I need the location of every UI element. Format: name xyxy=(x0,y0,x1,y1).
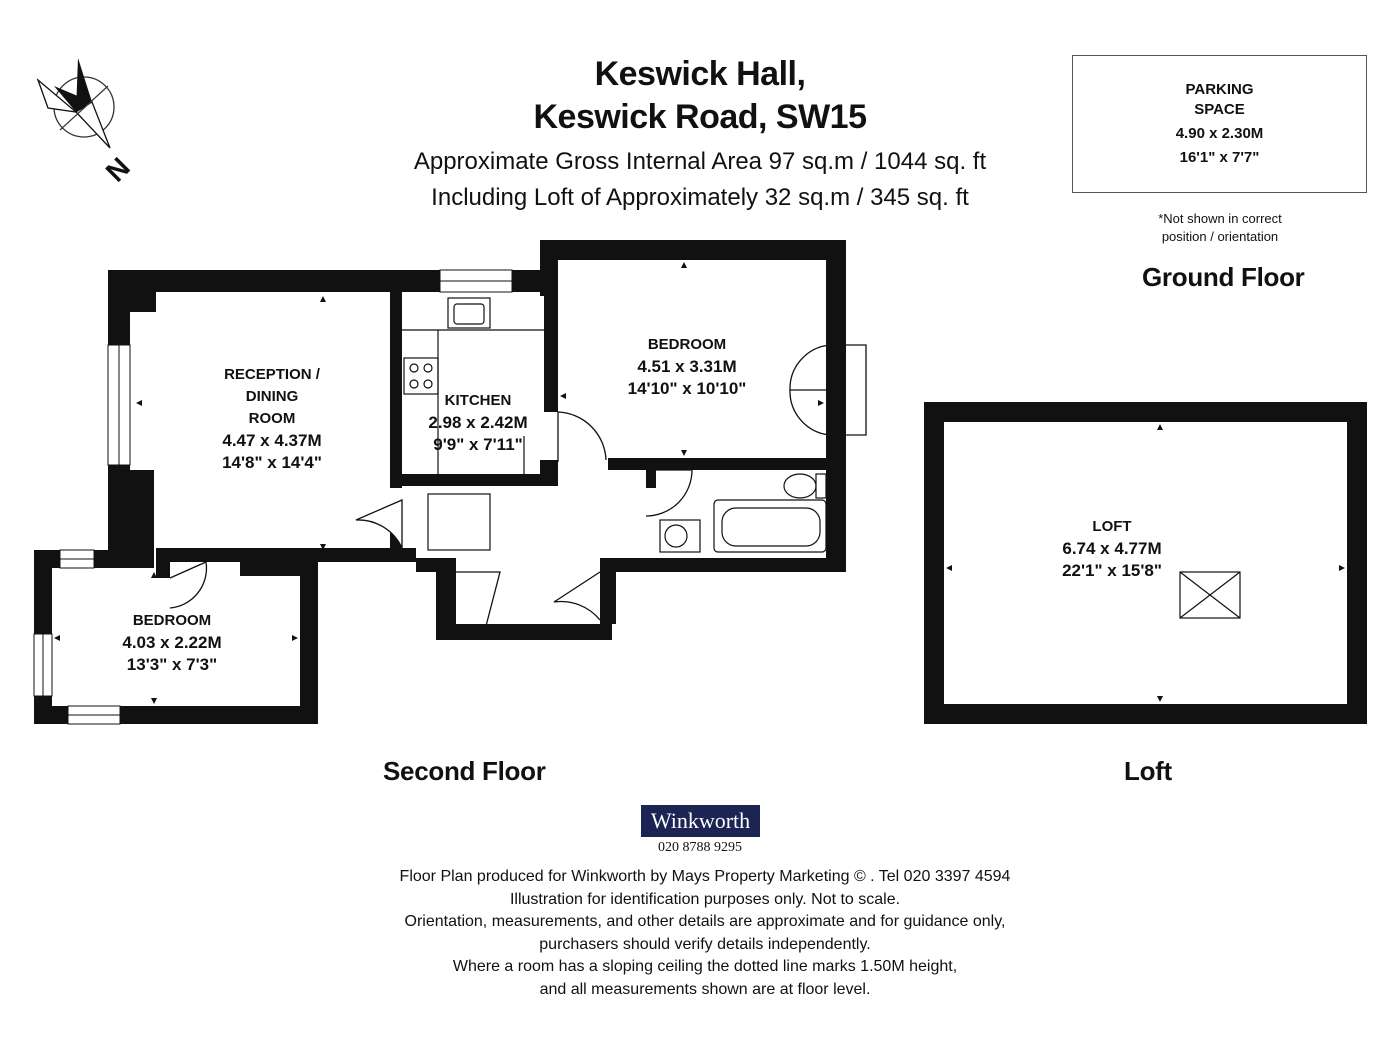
property-title-line2: Keswick Road, SW15 xyxy=(533,98,867,136)
ground-floor-label: Ground Floor xyxy=(1142,262,1305,292)
room-bedroom-2: BEDROOM 4.03 x 2.22M 13'3" x 7'3" xyxy=(92,610,252,676)
loft-floor-label: Loft xyxy=(1124,756,1172,786)
disclaimer-line: and all measurements shown are at floor … xyxy=(539,980,871,998)
room-metric: 2.98 x 2.42M xyxy=(428,413,528,432)
room-metric: 6.74 x 4.77M xyxy=(1062,539,1162,558)
loft-area-text: Including Loft of Approximately 32 sq.m … xyxy=(431,184,969,211)
room-imperial: 14'8" x 14'4" xyxy=(222,453,322,472)
room-metric: 4.51 x 3.31M xyxy=(637,357,737,376)
parking-label-line1: PARKING xyxy=(1185,81,1254,98)
skylight-icon xyxy=(1179,571,1241,619)
parking-imperial: 16'1" x 7'7" xyxy=(1179,149,1260,166)
doors xyxy=(169,344,867,627)
parking-note: *Not shown in correct position / orienta… xyxy=(1130,210,1310,246)
hatch-icon xyxy=(427,493,491,551)
room-name: DINING xyxy=(245,388,299,405)
winkworth-logo: Winkworth xyxy=(641,805,760,837)
room-imperial: 13'3" x 7'3" xyxy=(126,655,218,674)
room-name: BEDROOM xyxy=(647,336,727,353)
disclaimer-line: Orientation, measurements, and other det… xyxy=(404,913,1006,930)
disclaimer-line: Illustration for identification purposes… xyxy=(509,890,901,908)
room-imperial: 14'10" x 10'10" xyxy=(627,379,747,398)
hob-icon xyxy=(403,357,439,395)
room-imperial: 9'9" x 7'11" xyxy=(433,435,523,454)
room-loft: LOFT 6.74 x 4.77M 22'1" x 15'8" xyxy=(1042,516,1182,582)
agent-phone: 020 8788 9295 xyxy=(658,840,742,855)
toilet-icon xyxy=(783,473,817,499)
room-name: RECEPTION / xyxy=(224,366,320,383)
disclaimer-line: Floor Plan produced for Winkworth by May… xyxy=(399,868,1011,885)
bath-icon xyxy=(713,499,827,553)
parking-label-line2: SPACE xyxy=(1194,101,1245,118)
room-reception: RECEPTION / DINING ROOM 4.47 x 4.37M 14'… xyxy=(192,364,352,474)
room-bedroom-1: BEDROOM 4.51 x 3.31M 14'10" x 10'10" xyxy=(598,334,776,400)
loft-walls xyxy=(924,402,1367,724)
fixtures xyxy=(402,297,827,553)
room-kitchen: KITCHEN 2.98 x 2.42M 9'9" x 7'11" xyxy=(404,390,552,456)
measurement-arrows xyxy=(54,262,1345,704)
north-arrow-icon xyxy=(36,58,115,149)
room-name: LOFT xyxy=(1092,518,1132,535)
second-floor-label: Second Floor xyxy=(383,756,546,786)
room-imperial: 22'1" x 15'8" xyxy=(1062,561,1162,580)
room-metric: 4.03 x 2.22M xyxy=(122,633,222,652)
room-name: ROOM xyxy=(248,410,296,427)
disclaimer-line: Where a room has a sloping ceiling the d… xyxy=(452,958,958,975)
parking-metric: 4.90 x 2.30M xyxy=(1175,125,1264,142)
room-metric: 4.47 x 4.37M xyxy=(222,431,322,450)
disclaimer-line: purchasers should verify details indepen… xyxy=(539,935,871,953)
parking-note-line1: *Not shown in correct xyxy=(1158,211,1282,226)
room-name: KITCHEN xyxy=(444,392,512,409)
gross-area-text: Approximate Gross Internal Area 97 sq.m … xyxy=(413,148,987,175)
disclaimer: Floor Plan produced for Winkworth by May… xyxy=(0,866,1400,1001)
property-title-line1: Keswick Hall, xyxy=(594,55,806,93)
windows xyxy=(33,269,513,725)
room-name: BEDROOM xyxy=(132,612,212,629)
basin-icon xyxy=(659,519,701,553)
sink-icon xyxy=(447,297,491,329)
parking-space-box: PARKING SPACE 4.90 x 2.30M 16'1" x 7'7" xyxy=(1072,55,1367,193)
parking-note-line2: position / orientation xyxy=(1161,229,1279,244)
